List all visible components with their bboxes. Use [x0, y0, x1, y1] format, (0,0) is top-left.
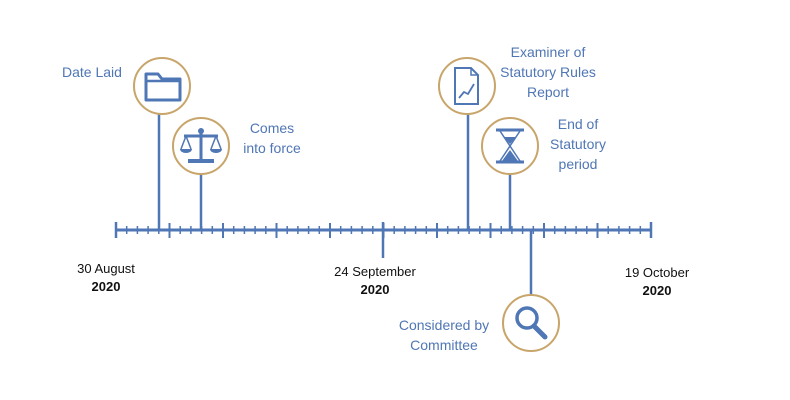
- event-comes-into-force: [172, 117, 230, 175]
- label-end-of-statutory: End of Statutory period: [549, 116, 607, 172]
- date-mid: 24 September 2020: [334, 263, 416, 299]
- label-examiner-report: Examiner of Statutory Rules Report: [500, 44, 596, 100]
- label-considered-by-committee: Considered by Committee: [398, 317, 490, 353]
- event-considered-by-committee: [502, 294, 560, 352]
- document-chart-icon: [454, 67, 479, 105]
- date-mid-year: 2020: [360, 282, 390, 297]
- date-start-day-month: 30 August: [77, 261, 135, 276]
- date-mid-day-month: 24 September: [334, 264, 416, 279]
- date-end-day-month: 19 October: [624, 265, 690, 280]
- date-end: 19 October 2020: [625, 264, 689, 300]
- label-date-laid: Date Laid: [62, 64, 122, 80]
- event-date-laid: [133, 57, 191, 115]
- folder-icon: [144, 72, 182, 102]
- event-examiner-report: [438, 57, 496, 115]
- magnifier-icon: [515, 306, 548, 340]
- date-end-year: 2020: [642, 283, 672, 298]
- date-start-year: 2020: [91, 279, 121, 294]
- label-comes-into-force: Comes into force: [243, 120, 301, 156]
- scales-icon: [180, 128, 222, 163]
- date-start: 30 August 2020: [77, 260, 135, 296]
- hourglass-icon: [496, 128, 524, 164]
- event-end-of-statutory: [481, 117, 539, 175]
